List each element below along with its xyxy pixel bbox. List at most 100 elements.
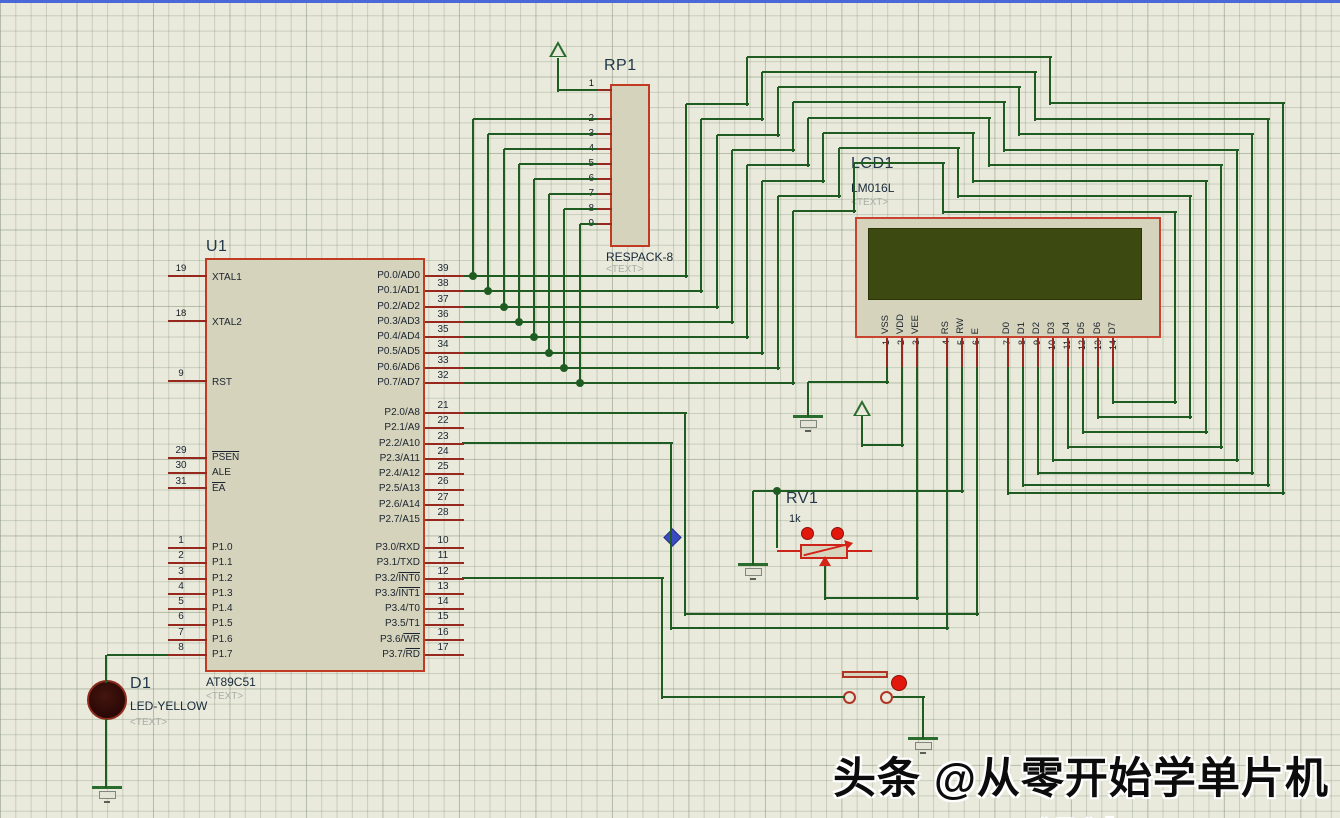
- pin-number: 23: [437, 430, 449, 442]
- pin-number: 21: [437, 400, 449, 411]
- pot-state-dot-left: [801, 527, 814, 540]
- pin-number: 2: [178, 550, 184, 562]
- pin-number: 4: [178, 580, 184, 592]
- pin-label: P3.7/RD: [382, 649, 420, 661]
- pin-label: P2.4/A12: [378, 468, 420, 480]
- pin-label: P0.6/AD6: [377, 361, 420, 373]
- mcu-p2-nums: 21 22 23 24 25 26 27 28: [428, 398, 458, 520]
- pin-label: P1.3: [212, 587, 233, 599]
- watermark: 头条 @从零开始学单片机设计: [833, 755, 1329, 818]
- lcd-part: LM016L: [851, 181, 895, 195]
- pin-label: P0.0/AD0: [377, 270, 420, 281]
- pot-ref: RV1: [786, 490, 819, 507]
- pin-label: P1.5: [212, 618, 233, 630]
- pin-num-18: 18: [175, 308, 187, 319]
- pin-number: 32: [437, 370, 449, 382]
- pin-label: P3.2/INT0: [374, 572, 420, 584]
- pin-label: P0.5/AD5: [377, 346, 420, 358]
- pin-label: P1.7: [212, 649, 233, 661]
- pin-label: P3.1/TXD: [376, 557, 420, 569]
- respack-ref: RP1: [604, 57, 637, 74]
- lcd-note: <TEXT>: [851, 197, 889, 208]
- pin-label: P1.6: [212, 633, 233, 645]
- pin-label: P1.0: [212, 542, 233, 553]
- pot-state-dot-right: [831, 527, 844, 540]
- pin-label: P1.1: [212, 557, 233, 569]
- pin-number: 27: [437, 491, 449, 503]
- window-top-border: [0, 0, 1340, 3]
- pin-label-rst: RST: [212, 377, 232, 388]
- pin-number: 8: [178, 642, 184, 654]
- pin-label: P0.3/AD3: [377, 315, 420, 327]
- respack-pin1-num: 1: [588, 78, 594, 89]
- pin-label: P0.1/AD1: [377, 285, 420, 297]
- respack-part: RESPACK-8: [606, 250, 674, 264]
- pin-label: P2.3/A11: [379, 452, 420, 464]
- pin-number: 38: [437, 278, 449, 290]
- button-state-dot: [891, 675, 907, 691]
- pin-number: 5: [178, 596, 184, 608]
- pin-label: P0.4/AD4: [377, 331, 420, 343]
- respack-note: <TEXT>: [606, 264, 644, 275]
- pin-label: P2.5/A13: [378, 483, 420, 495]
- pin-number: 3: [178, 565, 184, 577]
- led-part: LED-YELLOW: [130, 699, 208, 713]
- pin-number: 16: [437, 626, 449, 638]
- pin-label: P2.6/A14: [378, 498, 420, 510]
- pin-label: P3.4/T0: [384, 603, 420, 615]
- pin-number: 28: [437, 507, 449, 519]
- pin-label: P0.7/AD7: [377, 377, 420, 389]
- led-body[interactable]: [87, 680, 127, 720]
- pin-label: EA: [212, 482, 226, 494]
- pin-number: 14: [437, 596, 449, 608]
- pin-num-9: 9: [178, 368, 184, 379]
- pin-number: 31: [175, 475, 187, 487]
- pin-label-xtal1: XTAL1: [212, 272, 242, 283]
- pin-number: 33: [437, 354, 449, 366]
- pot-wiper-icon: [819, 556, 831, 566]
- pin-label: P2.7/A15: [378, 514, 420, 526]
- pin-label: P3.5/T1: [384, 618, 420, 630]
- pin-number: 29: [175, 445, 187, 456]
- pin-label: P3.0/RXD: [375, 542, 420, 553]
- pin-number: 7: [178, 626, 184, 638]
- pin-label: P2.0/A8: [384, 407, 420, 418]
- pin-number: 25: [437, 461, 449, 473]
- lcd-screen: [868, 228, 1142, 300]
- pin-number: 15: [437, 611, 449, 623]
- respack-body[interactable]: [610, 84, 650, 247]
- button-cap[interactable]: [842, 671, 888, 678]
- led-ref: D1: [130, 675, 152, 692]
- mcu-part: AT89C51: [206, 675, 256, 689]
- led-note: <TEXT>: [130, 717, 168, 728]
- pot-value: 1k: [789, 513, 801, 525]
- pin-number: 1: [178, 535, 184, 546]
- pin-label: P1.4: [212, 603, 233, 615]
- pin-number: 11: [437, 550, 449, 562]
- pin-number: 24: [437, 445, 449, 457]
- pin-number: 26: [437, 476, 449, 488]
- pin-number: 37: [437, 293, 449, 305]
- button-terminal-right[interactable]: [880, 691, 893, 704]
- pin-number: 13: [437, 580, 449, 592]
- pin-number: 10: [437, 535, 449, 546]
- mcu-body[interactable]: [205, 258, 425, 672]
- pin-label: P2.1/A9: [384, 422, 420, 434]
- pin-label: ALE: [212, 467, 231, 479]
- pin-number: 39: [437, 263, 449, 274]
- pin-number: 34: [437, 339, 449, 351]
- pin-number: 22: [437, 415, 449, 427]
- pin-number: 35: [437, 324, 449, 336]
- pin-label: P2.2/A10: [378, 437, 420, 449]
- pin-label: P3.3/INT1: [374, 587, 420, 599]
- pin-number: 30: [175, 460, 187, 472]
